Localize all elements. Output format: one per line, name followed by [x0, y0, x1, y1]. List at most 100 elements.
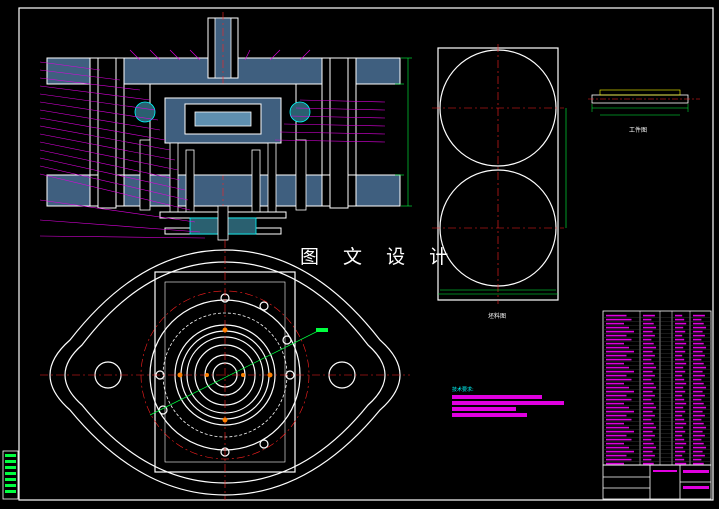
parts-row-text — [606, 346, 629, 349]
parts-row-text — [675, 354, 683, 357]
parts-row-text — [693, 406, 707, 409]
parts-row-text — [675, 398, 685, 401]
parts-row-text — [693, 438, 702, 441]
parts-row-text — [693, 354, 705, 357]
parts-row-text — [643, 438, 652, 441]
parts-row-text — [606, 386, 629, 389]
parts-row-text — [675, 382, 687, 385]
parts-row-text — [675, 446, 684, 449]
parts-row-text — [606, 322, 624, 325]
plan-view-centerlines — [40, 240, 410, 500]
parts-row-text — [606, 350, 634, 353]
parts-row-text — [606, 374, 627, 377]
blank-view — [432, 44, 567, 304]
parts-row-text — [606, 406, 629, 409]
parts-row-text — [606, 450, 634, 453]
parts-row-text — [693, 378, 702, 381]
parts-row-text — [606, 334, 627, 337]
parts-row-text — [675, 350, 686, 353]
parts-row-text — [643, 358, 652, 361]
parts-row-text — [693, 442, 704, 445]
parts-row-text — [643, 354, 655, 357]
parts-row-text — [643, 350, 653, 353]
parts-row-text — [643, 398, 652, 401]
parts-row-text — [675, 314, 683, 317]
parts-row-text — [675, 330, 686, 333]
parts-row-text — [693, 374, 705, 377]
parts-row-text — [693, 350, 703, 353]
parts-row-text — [643, 446, 657, 449]
parts-row-text — [693, 334, 705, 337]
parts-row-text — [693, 346, 707, 349]
parts-row-text — [675, 402, 687, 405]
parts-row-text — [606, 394, 627, 397]
parts-row-text — [693, 322, 704, 325]
parts-row-text — [606, 330, 634, 333]
parts-row-text — [606, 354, 627, 357]
parts-row-text — [606, 338, 632, 341]
parts-row-text — [643, 406, 657, 409]
parts-row-text — [606, 362, 624, 365]
parts-row-text — [693, 430, 703, 433]
parts-row-text — [675, 366, 684, 369]
parts-row-text — [693, 434, 705, 437]
watermark-text: 图 文 设 计 — [300, 246, 458, 268]
parts-row-text — [643, 434, 655, 437]
parts-row-text — [675, 406, 684, 409]
parts-row-text — [643, 370, 653, 373]
parts-row-text — [675, 422, 687, 425]
parts-row-text — [606, 398, 632, 401]
parts-row-text — [675, 426, 684, 429]
parts-row-text — [693, 402, 704, 405]
parts-row-text — [675, 450, 686, 453]
parts-row-text — [643, 334, 655, 337]
parts-row-text — [643, 458, 652, 461]
parts-row-text — [606, 402, 624, 405]
workpiece-caption: 工件图 — [629, 127, 648, 134]
parts-row-text — [675, 458, 685, 461]
parts-row-text — [693, 446, 707, 449]
parts-row-text — [693, 454, 705, 457]
parts-row-text — [643, 410, 653, 413]
parts-row-text — [693, 418, 702, 421]
requirement-line-1 — [452, 395, 542, 399]
radius-dimension-label — [316, 328, 328, 332]
parts-row-text — [606, 318, 632, 321]
parts-row-text — [643, 418, 652, 421]
workpiece-view — [588, 89, 700, 116]
parts-row-text — [675, 442, 687, 445]
parts-row-text — [693, 370, 703, 373]
parts-row-text — [693, 338, 702, 341]
parts-row-text — [643, 382, 654, 385]
title-block — [602, 464, 712, 500]
side-stamp-rows — [5, 454, 16, 493]
parts-list-rows — [603, 314, 711, 466]
parts-row-text — [643, 322, 654, 325]
parts-row-text — [606, 378, 632, 381]
blank-view-caption: 坯料图 — [488, 313, 507, 320]
parts-row-text — [693, 330, 703, 333]
parts-row-text — [606, 438, 632, 441]
parts-row-text — [643, 330, 653, 333]
parts-row-text — [606, 370, 634, 373]
parts-row-text — [693, 362, 704, 365]
parts-row-text — [675, 338, 685, 341]
technical-requirements: 技术要求: — [452, 386, 564, 417]
parts-row-text — [693, 426, 707, 429]
parts-row-text — [693, 410, 703, 413]
parts-row-text — [693, 386, 707, 389]
radius-dimension-line — [149, 329, 321, 416]
parts-row-text — [675, 454, 683, 457]
parts-row-text — [643, 462, 654, 465]
parts-row-text — [675, 390, 686, 393]
parts-row-text — [643, 430, 653, 433]
parts-row-text — [693, 398, 702, 401]
parts-row-text — [606, 430, 634, 433]
parts-row-text — [675, 374, 683, 377]
parts-row-text — [675, 394, 683, 397]
parts-row-text — [606, 426, 629, 429]
parts-row-text — [693, 390, 703, 393]
parts-row-text — [693, 450, 703, 453]
parts-row-text — [675, 370, 686, 373]
